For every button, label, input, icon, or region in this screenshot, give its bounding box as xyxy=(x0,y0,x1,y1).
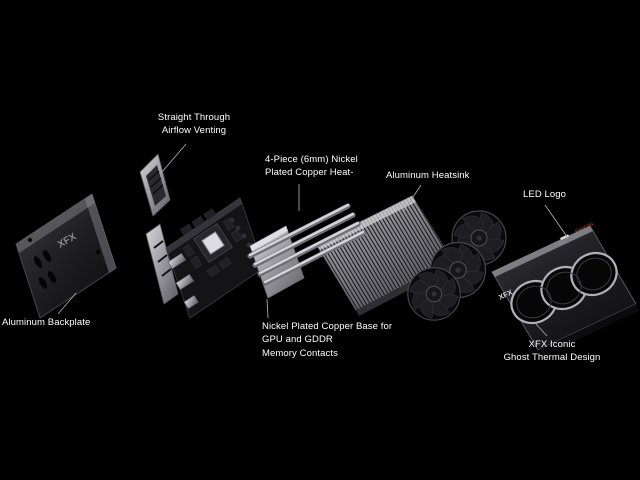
aluminum-backplate-graphic: XFX xyxy=(15,193,117,319)
io-bracket-graphic xyxy=(145,223,179,305)
leader-airflow xyxy=(161,143,187,173)
leader-ghost-design xyxy=(535,323,548,337)
leader-copper-base xyxy=(266,298,269,319)
capacitors xyxy=(229,217,252,248)
leader-heatsink xyxy=(402,184,422,213)
label-aluminum-heatsink: Aluminum Heatsink xyxy=(386,170,470,181)
shroud-graphic: XFX RADEON xyxy=(491,221,639,357)
label-aluminum-backplate: Aluminum Backplate xyxy=(2,317,91,328)
gpu-die xyxy=(192,222,234,264)
label-ghost-thermal: XFX Iconic Ghost Thermal Design xyxy=(503,339,601,364)
heat-pipes-graphic xyxy=(247,203,366,286)
airflow-vent-graphic xyxy=(139,153,171,217)
memory-chips xyxy=(180,208,243,277)
label-copper-base: Nickel Plated Copper Base for GPU and GD… xyxy=(262,321,393,359)
display-connectors xyxy=(167,252,199,310)
leader-lines xyxy=(57,143,569,337)
label-airflow-venting: Straight Through Airflow Venting xyxy=(157,112,231,137)
label-led-logo: LED Logo xyxy=(523,189,567,200)
label-heat-pipes: 4-Piece (6mm) Nickel Plated Copper Heat- xyxy=(265,154,358,179)
backplate-vent-slots xyxy=(27,237,101,289)
leader-backplate xyxy=(57,292,77,315)
pcb-graphic xyxy=(165,197,265,319)
shroud-fan-openings xyxy=(510,251,618,325)
leader-led-logo xyxy=(544,204,569,239)
